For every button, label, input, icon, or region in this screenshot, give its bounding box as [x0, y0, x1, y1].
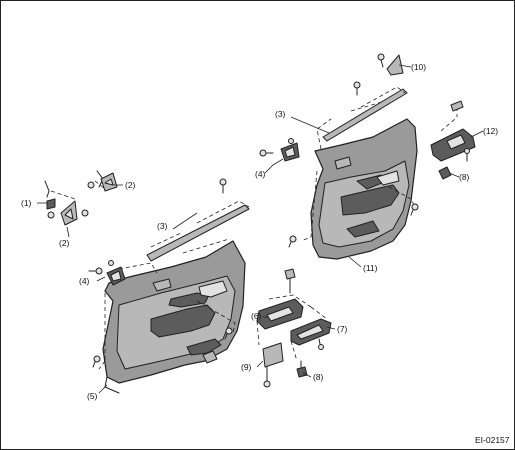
front-door-trim-panel [102, 240, 246, 394]
rear-door-trim-panel [310, 118, 418, 260]
callout-8-front: (8) [313, 372, 324, 382]
callout-6: (6) [251, 311, 262, 321]
rear-inner-handle [259, 138, 300, 162]
front-upper-molding [146, 178, 250, 262]
rear-upper-molding [322, 81, 408, 142]
rear-clip-guide [316, 118, 332, 150]
callout-8-rear: (8) [459, 172, 470, 182]
front-window-switch-assembly [256, 268, 332, 388]
rear-panel-guide-lines [300, 170, 318, 242]
front-clip-guide [118, 262, 158, 274]
callout-2-upper: (2) [125, 180, 136, 190]
callout-11: (11) [363, 263, 378, 273]
rear-switch-connector [438, 166, 452, 180]
callout-1: (1) [21, 198, 32, 208]
rear-sash-guide [350, 96, 400, 112]
front-panel-guide-lines [98, 293, 106, 370]
mirror-corner-trims [44, 170, 118, 226]
front-switch-guide [196, 300, 236, 334]
callout-4-rear: (4) [255, 169, 266, 179]
callout-2-left: (2) [59, 238, 70, 248]
rear-window-switch-panel [430, 100, 476, 162]
figure-code: EI-02157 [475, 435, 510, 445]
front-sash-guide [182, 238, 230, 254]
callout-3-front: (3) [157, 221, 168, 231]
leader-lines [37, 64, 484, 394]
callout-9: (9) [241, 362, 252, 372]
rear-corner-trim [377, 53, 404, 76]
callout-3-rear: (3) [275, 109, 286, 119]
callout-4-front: (4) [79, 276, 90, 286]
callout-10: (10) [411, 62, 426, 72]
front-inner-handle [88, 260, 126, 286]
callout-5: (5) [87, 391, 98, 401]
callout-7: (7) [337, 324, 348, 334]
front-panel-fasteners [92, 327, 233, 368]
callout-12: (12) [483, 126, 498, 136]
rear-panel-fasteners [288, 203, 419, 248]
